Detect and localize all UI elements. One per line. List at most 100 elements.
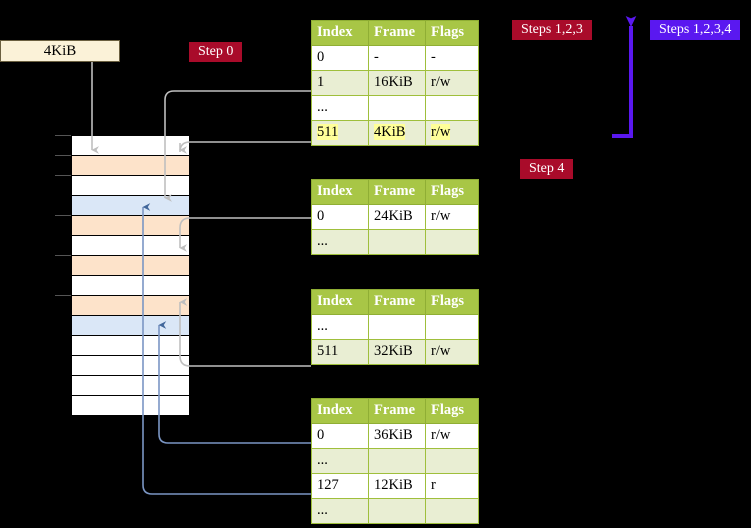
cell-index: ... (311, 229, 369, 255)
column-header-frame: Frame (368, 289, 426, 315)
memory-frame-row[interactable] (71, 195, 190, 216)
cell-index: 0 (311, 204, 369, 230)
cell-frame (368, 314, 426, 340)
cell-flags (425, 498, 479, 524)
cell-frame: 12KiB (368, 473, 426, 499)
wire-pml4-511-to-memory (179, 141, 311, 154)
memory-frame-row[interactable] (71, 315, 190, 336)
cell-flags: r/w (425, 120, 479, 146)
wire-pd-to-memory (179, 298, 311, 367)
memory-frame-row[interactable] (71, 335, 190, 356)
cell-index: 1 (311, 70, 369, 96)
cell-index: ... (311, 95, 369, 121)
column-header-flags: Flags (425, 20, 479, 46)
memory-frame-row[interactable] (71, 375, 190, 396)
cell-frame: - (368, 45, 426, 71)
cell-flags (425, 95, 479, 121)
memory-tick-mark (55, 295, 71, 296)
cell-frame: 4KiB (368, 120, 426, 146)
badge-step-0: Step 0 (189, 42, 243, 62)
badge-steps-123: Steps 1,2,3 (512, 20, 592, 40)
cell-flags: r/w (425, 339, 479, 365)
cell-frame: 24KiB (368, 204, 426, 230)
table-row[interactable]: ... (311, 498, 479, 524)
column-header-flags: Flags (425, 179, 479, 205)
cell-index: 127 (311, 473, 369, 499)
cell-flags: r/w (425, 70, 479, 96)
column-header-index: Index (311, 398, 369, 424)
column-header-index: Index (311, 179, 369, 205)
cell-index: ... (311, 498, 369, 524)
memory-tick-mark (55, 175, 71, 176)
table-row[interactable]: 511 4KiB r/w (311, 120, 479, 146)
memory-frame-row[interactable] (71, 395, 190, 416)
cell-index: 0 (311, 423, 369, 449)
physical-memory-column (71, 135, 190, 416)
badge-steps-1234: Steps 1,2,3,4 (650, 20, 741, 40)
cell-frame (368, 95, 426, 121)
table-row[interactable]: ... (311, 448, 479, 474)
memory-frame-row[interactable] (71, 355, 190, 376)
memory-frame-row[interactable] (71, 235, 190, 256)
memory-frame-row[interactable] (71, 175, 190, 196)
highlight-mark: r/w (431, 124, 451, 140)
memory-tick-mark (55, 255, 71, 256)
memory-frame-row[interactable] (71, 295, 190, 316)
cell-index: ... (311, 448, 369, 474)
memory-frame-row[interactable] (71, 135, 190, 156)
table-row[interactable]: ... (311, 229, 479, 255)
memory-tick-mark (55, 155, 71, 156)
highlight-mark: 4KiB (374, 124, 406, 140)
cell-flags: - (425, 45, 479, 71)
memory-frame-row[interactable] (71, 215, 190, 236)
memory-frame-row[interactable] (71, 275, 190, 296)
table-row[interactable]: 0-- (311, 45, 479, 71)
memory-frame-row[interactable] (71, 155, 190, 176)
cell-frame: 36KiB (368, 423, 426, 449)
column-header-flags: Flags (425, 289, 479, 315)
purple-bracket-arrow (612, 16, 637, 138)
column-header-index: Index (311, 20, 369, 46)
column-header-index: Index (311, 289, 369, 315)
cell-frame: 16KiB (368, 70, 426, 96)
cell-index: 511 (311, 339, 369, 365)
table-row[interactable]: ... (311, 314, 479, 340)
cell-frame: 32KiB (368, 339, 426, 365)
cell-flags: r/w (425, 204, 479, 230)
column-header-frame: Frame (368, 398, 426, 424)
table-row[interactable]: ... (311, 95, 479, 121)
column-header-frame: Frame (368, 20, 426, 46)
cell-flags (425, 229, 479, 255)
memory-tick-mark (55, 135, 71, 136)
column-header-frame: Frame (368, 179, 426, 205)
cell-index: ... (311, 314, 369, 340)
size-box-4kib: 4KiB (0, 40, 120, 62)
cell-index: 0 (311, 45, 369, 71)
memory-frame-row[interactable] (71, 255, 190, 276)
cell-frame (368, 229, 426, 255)
cell-frame (368, 448, 426, 474)
column-header-flags: Flags (425, 398, 479, 424)
memory-tick-mark (55, 215, 71, 216)
cell-flags: r (425, 473, 479, 499)
cell-flags (425, 448, 479, 474)
cell-frame (368, 498, 426, 524)
cell-index: 511 (311, 120, 369, 146)
highlight-mark: 511 (317, 124, 339, 140)
cell-flags (425, 314, 479, 340)
cell-flags: r/w (425, 423, 479, 449)
